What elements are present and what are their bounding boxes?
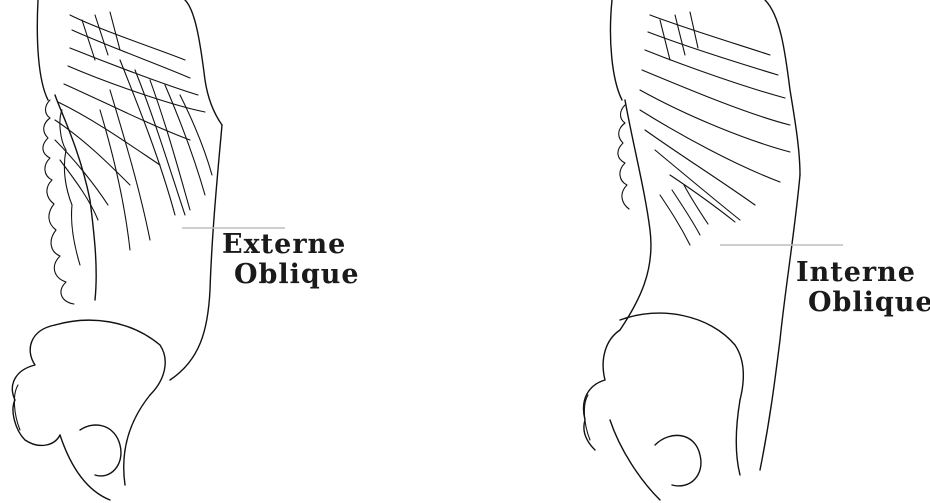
internal-oblique-line2: Oblique xyxy=(796,288,930,318)
external-oblique-fibers xyxy=(100,60,212,250)
internal-oblique-line1: Interne xyxy=(796,258,930,288)
spine-left xyxy=(43,100,80,304)
rib-cage-right xyxy=(640,12,790,222)
rib-cage-left xyxy=(55,12,205,220)
spine-right xyxy=(618,105,629,209)
internal-oblique-illustration xyxy=(584,0,843,500)
external-oblique-label: Externe Oblique xyxy=(222,230,360,290)
internal-oblique-label: Interne Oblique xyxy=(796,258,930,318)
pelvis-left xyxy=(12,320,165,500)
pelvis-right xyxy=(584,313,744,500)
external-oblique-line2: Oblique xyxy=(222,260,360,290)
internal-oblique-fibers xyxy=(660,185,708,245)
external-oblique-line1: Externe xyxy=(222,230,360,260)
